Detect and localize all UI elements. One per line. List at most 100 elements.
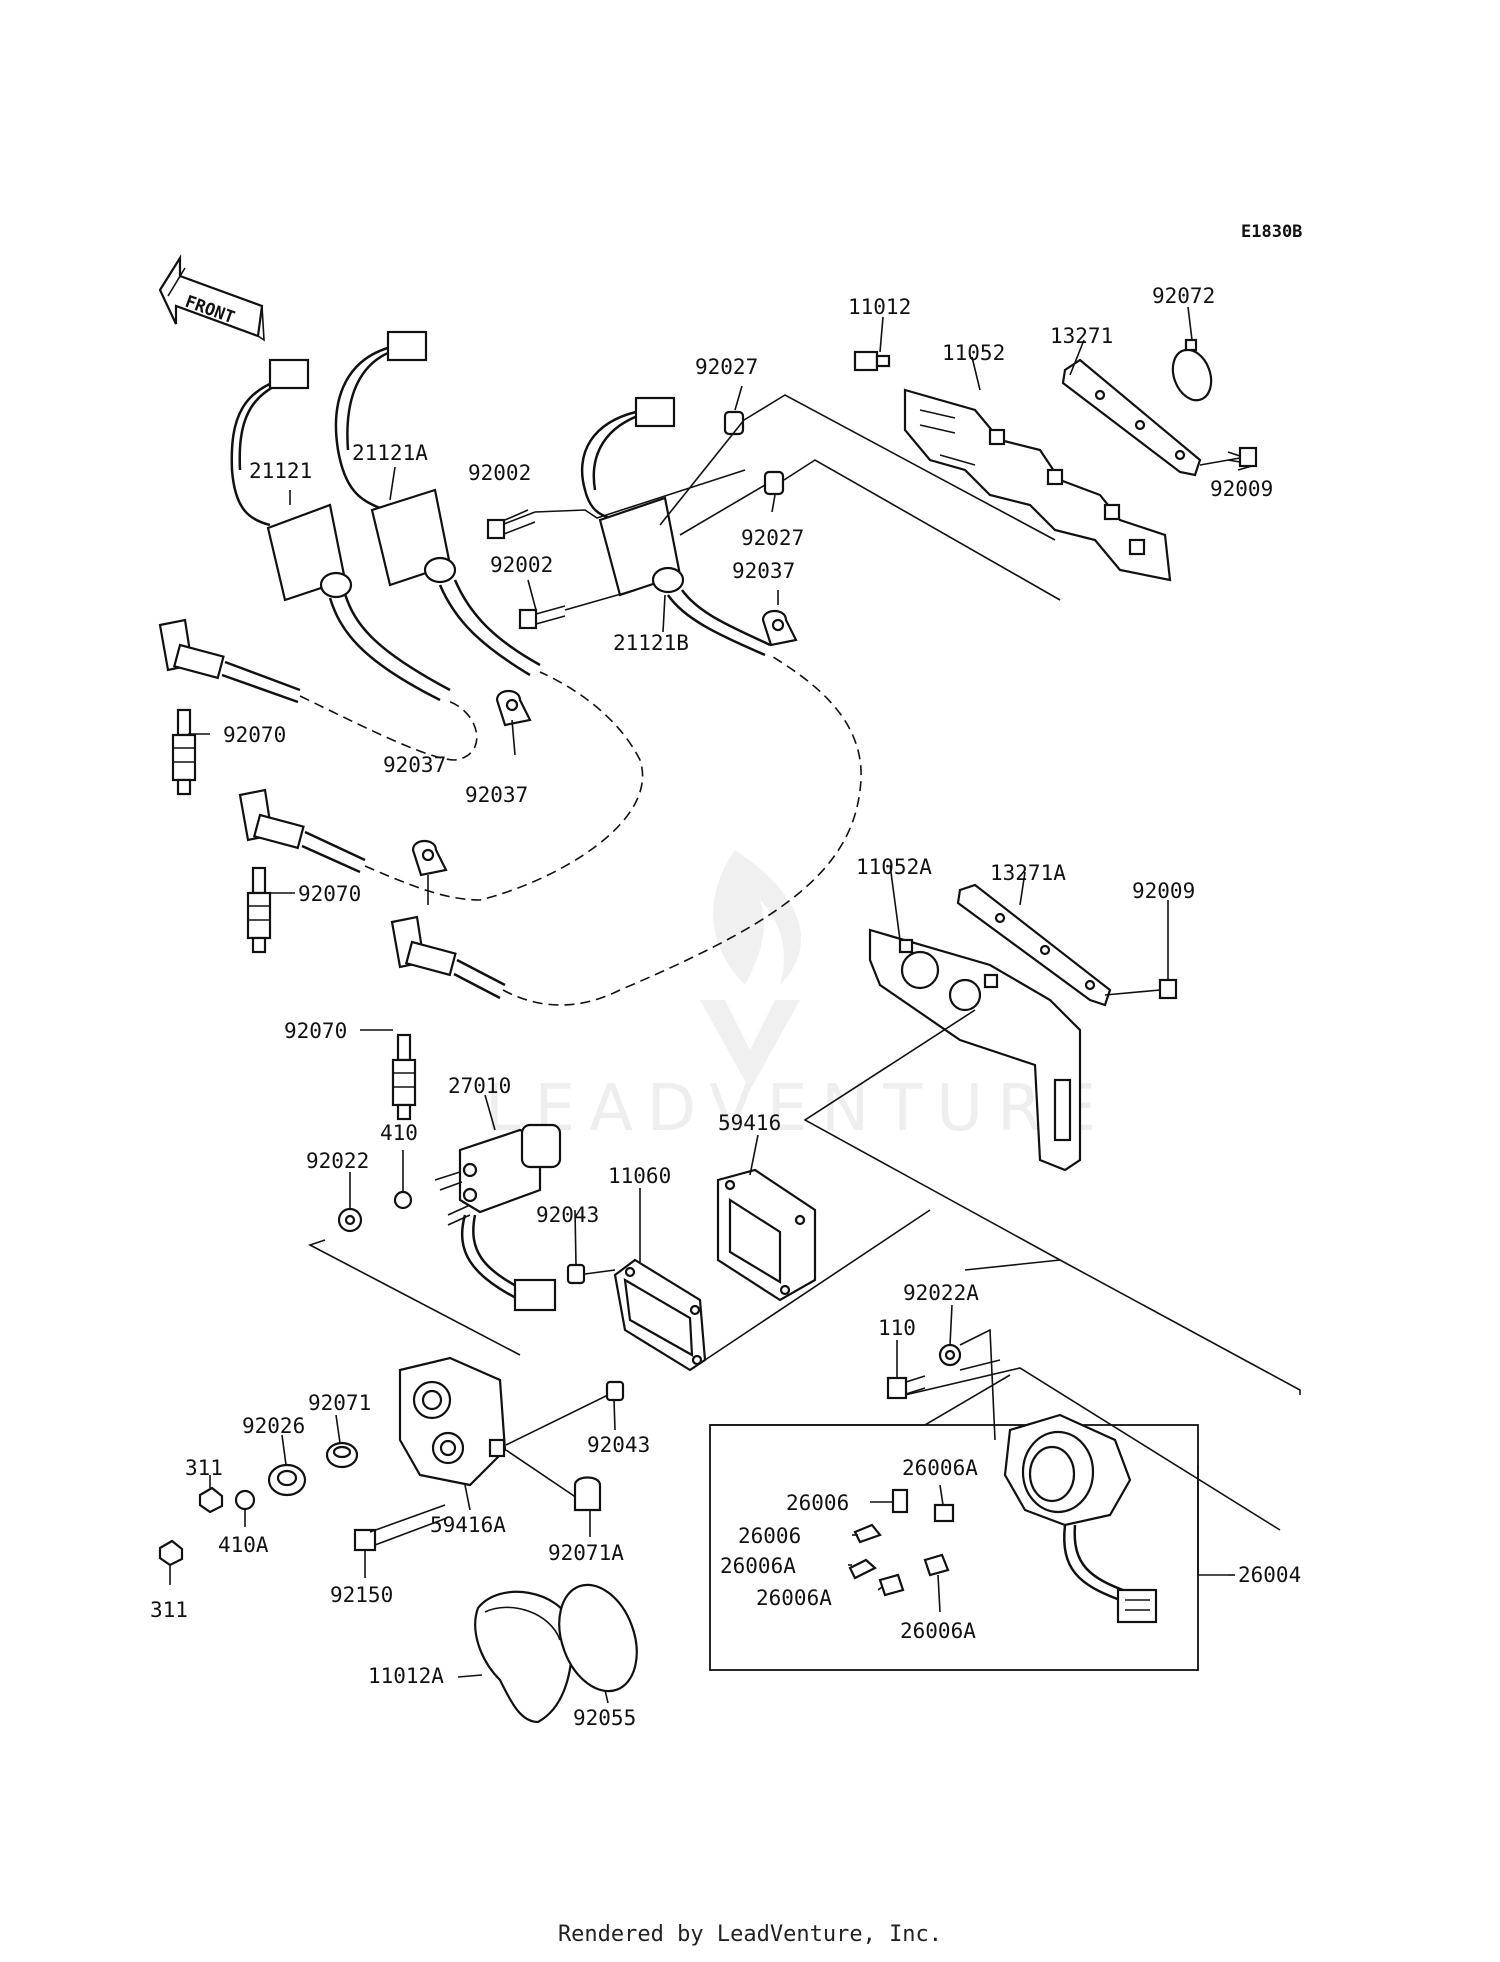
- label-92037-c[interactable]: 92037: [732, 559, 795, 583]
- label-92071[interactable]: 92071: [308, 1391, 371, 1415]
- fuse-26006-a-icon: [891, 1488, 909, 1514]
- washer-410A-icon: [234, 1489, 256, 1511]
- label-21121[interactable]: 21121: [249, 459, 312, 483]
- watermark-text: LEADVENTURE: [485, 1072, 1110, 1146]
- label-92070-c[interactable]: 92070: [284, 1019, 347, 1043]
- plate-13271-icon: [1061, 358, 1241, 477]
- watermark: LEADVENTURE: [485, 850, 1110, 1146]
- front-arrow-icon: FRONT: [158, 254, 265, 342]
- label-92002-a[interactable]: 92002: [468, 461, 531, 485]
- seal-92026-icon: [267, 1463, 307, 1497]
- diagram-code: E1830B: [1241, 222, 1303, 242]
- label-92022[interactable]: 92022: [306, 1149, 369, 1173]
- label-59416[interactable]: 59416: [718, 1111, 781, 1135]
- label-92043-b[interactable]: 92043: [587, 1433, 650, 1457]
- label-92009-b[interactable]: 92009: [1132, 879, 1195, 903]
- bolt-110-icon: [886, 1375, 926, 1400]
- screw-92009-a-icon: [1227, 446, 1258, 468]
- label-92071A[interactable]: 92071A: [548, 1541, 624, 1565]
- nut-311-b-icon: [158, 1539, 184, 1567]
- spark-plug-2-icon: [246, 866, 272, 954]
- grommet-92071-icon: [325, 1441, 359, 1469]
- label-92027-a[interactable]: 92027: [695, 355, 758, 379]
- bolt-92002-b-icon: [518, 589, 636, 630]
- clamp-92037-c-icon: [761, 609, 798, 647]
- label-92070-a[interactable]: 92070: [223, 723, 286, 747]
- ignition-coil-21121B-icon: [580, 396, 771, 657]
- label-13271A[interactable]: 13271A: [990, 861, 1066, 885]
- part-labels: 21121 21121A 92002 92002 21121B 92027 92…: [150, 284, 1301, 1730]
- fuse-26006A-b-icon: [933, 1503, 955, 1523]
- label-410[interactable]: 410: [380, 1121, 418, 1145]
- label-92009-a[interactable]: 92009: [1210, 477, 1273, 501]
- spark-plug-1-icon: [171, 708, 197, 796]
- plate-13271A-icon: [956, 883, 1161, 1007]
- cap-92071A-icon: [573, 1476, 602, 1512]
- housing-59416A-icon: [398, 1356, 507, 1487]
- fuse-26006A-c-icon: [878, 1573, 905, 1597]
- label-92026[interactable]: 92026: [242, 1414, 305, 1438]
- collar-92027-a-icon: [723, 410, 745, 436]
- label-92055[interactable]: 92055: [573, 1706, 636, 1730]
- ignition-coil-21121A-icon: [334, 330, 541, 677]
- label-110[interactable]: 110: [878, 1316, 916, 1340]
- pickup-26004-icon: [1003, 1413, 1158, 1624]
- band-92072-icon: [1171, 338, 1213, 402]
- label-11012A[interactable]: 11012A: [368, 1664, 444, 1688]
- bracket-11052A-icon: [868, 928, 1082, 1172]
- label-26006A-d[interactable]: 26006A: [900, 1619, 976, 1643]
- label-21121A[interactable]: 21121A: [352, 441, 428, 465]
- label-27010[interactable]: 27010: [448, 1074, 511, 1098]
- ignition-coil-21121-icon: [230, 358, 451, 702]
- label-311-a[interactable]: 311: [185, 1456, 223, 1480]
- o-ring-92055-icon: [558, 1583, 638, 1693]
- label-26006A-a[interactable]: 26006A: [902, 1456, 978, 1480]
- washer-410-icon: [393, 1190, 413, 1210]
- label-13271[interactable]: 13271: [1050, 324, 1113, 348]
- label-92002-b[interactable]: 92002: [490, 553, 553, 577]
- bracket-11052-icon: [903, 388, 1172, 582]
- nut-311-a-icon: [198, 1486, 224, 1514]
- leader-lines: [169, 306, 1253, 1704]
- fuse-26006-b-icon: [853, 1523, 882, 1544]
- label-11012[interactable]: 11012: [848, 295, 911, 319]
- label-92070-b[interactable]: 92070: [298, 882, 361, 906]
- clamp-92037-b-icon: [411, 839, 448, 877]
- pin-92043-a-icon: [566, 1263, 586, 1285]
- bolt-92002-a-icon: [486, 469, 746, 540]
- label-26006A-b[interactable]: 26006A: [720, 1554, 796, 1578]
- bolt-92150-icon: [353, 1504, 448, 1552]
- label-11060[interactable]: 11060: [608, 1164, 671, 1188]
- label-59416A[interactable]: 59416A: [430, 1513, 506, 1537]
- cover-59416-icon: [716, 1168, 817, 1302]
- label-26006-b[interactable]: 26006: [738, 1524, 801, 1548]
- fuse-26006A-d-icon: [923, 1553, 950, 1577]
- label-92072[interactable]: 92072: [1152, 284, 1215, 308]
- label-11052A[interactable]: 11052A: [856, 855, 932, 879]
- label-92037-b[interactable]: 92037: [383, 753, 446, 777]
- screw-92009-b-icon: [1158, 978, 1178, 1000]
- spark-plug-3-icon: [391, 1033, 417, 1121]
- gasket-11060-icon: [613, 1258, 707, 1372]
- label-92022A[interactable]: 92022A: [903, 1281, 979, 1305]
- label-26006A-c[interactable]: 26006A: [756, 1586, 832, 1610]
- label-410A[interactable]: 410A: [218, 1533, 269, 1557]
- spark-plug-cap-3-icon: [390, 915, 506, 1000]
- screw-11012-icon: [853, 350, 891, 372]
- label-92043-a[interactable]: 92043: [536, 1203, 599, 1227]
- fuse-26006A-a-icon: [848, 1558, 877, 1580]
- label-92037-a[interactable]: 92037: [465, 783, 528, 807]
- label-26006-a[interactable]: 26006: [786, 1491, 849, 1515]
- label-11052[interactable]: 11052: [942, 341, 1005, 365]
- footer-credit: Rendered by LeadVenture, Inc.: [557, 1922, 943, 1947]
- label-311-b[interactable]: 311: [150, 1598, 188, 1622]
- label-26004[interactable]: 26004: [1238, 1563, 1301, 1587]
- cover-11012A-icon: [474, 1590, 574, 1724]
- label-21121B[interactable]: 21121B: [613, 631, 689, 655]
- collar-92027-b-icon: [763, 470, 785, 496]
- clamp-92037-a-icon: [495, 689, 532, 727]
- label-92027-b[interactable]: 92027: [741, 526, 804, 550]
- label-92150[interactable]: 92150: [330, 1583, 393, 1607]
- spark-plug-cap-1-icon: [158, 618, 301, 704]
